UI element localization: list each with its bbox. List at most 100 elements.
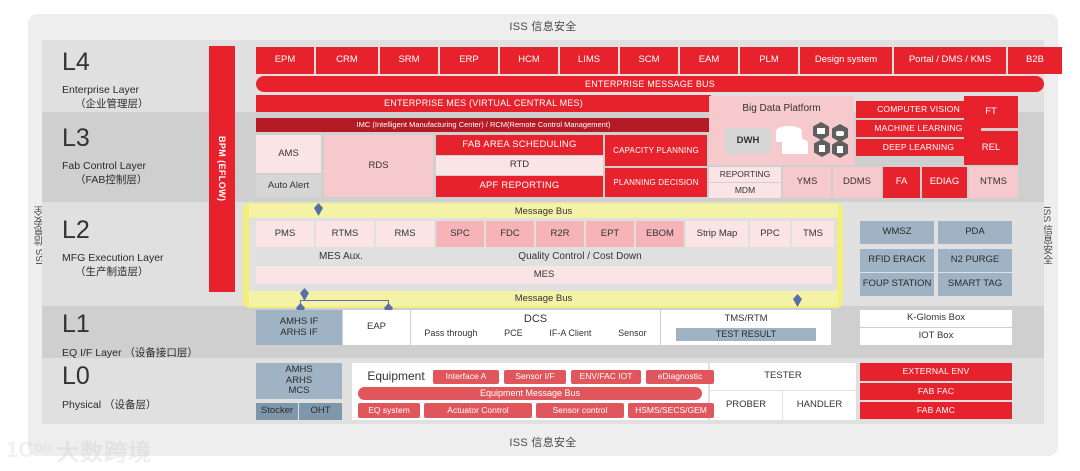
- eap-box: EAP: [343, 310, 410, 345]
- auto-alert-box: Auto Alert: [256, 175, 321, 197]
- l2-module-pms: PMS: [256, 221, 314, 247]
- arrow-up-down-l2-top: [314, 203, 323, 216]
- apf-reporting-box: APF REPORTING: [436, 176, 603, 197]
- l4-app-eam: EAM: [680, 47, 738, 74]
- database-cylinder-body-icon: [776, 133, 802, 142]
- watermark-text: 大数跨境: [56, 440, 153, 466]
- amhs-line3: MCS: [288, 385, 310, 397]
- l4-app-lims: LIMS: [560, 47, 618, 74]
- bpm-label: BPM (EFLOW): [217, 136, 227, 202]
- layer-name-cn-l3: （FAB控制层）: [75, 174, 148, 187]
- fa-box: FA: [883, 167, 920, 198]
- facility-fab-amc: FAB AMC: [860, 402, 1012, 419]
- iss-top-label: ISS 信息安全: [509, 21, 577, 33]
- l2-module-ebom: EBOM: [636, 221, 684, 247]
- l4-app-erp: ERP: [440, 47, 498, 74]
- arrow-up-l1-left: [300, 288, 309, 301]
- layer-label-l0: L0 Physical （设备层）: [62, 364, 212, 412]
- reporting-box: REPORTING: [709, 167, 781, 182]
- layer-name-cn-l4: （企业管理层）: [75, 98, 149, 111]
- l4-app-srm: SRM: [380, 47, 438, 74]
- l2-module-tms: TMS: [792, 221, 834, 247]
- layer-code-l0: L0: [62, 362, 90, 390]
- tester-box: TESTER: [710, 363, 856, 390]
- database-cylinder-2-body-icon: [782, 145, 808, 154]
- l4-app-scm: SCM: [620, 47, 678, 74]
- l2-side-pda: PDA: [938, 221, 1012, 244]
- l4-app-plm: PLM: [740, 47, 798, 74]
- enterprise-mes-box: ENTERPRISE MES (VIRTUAL CENTRAL MES): [256, 95, 711, 112]
- stocker-box: Stocker: [256, 403, 298, 420]
- layer-code-l3: L3: [62, 124, 90, 152]
- dcs-item-sensor: Sensor: [618, 327, 647, 338]
- l4-app-b2b: B2B: [1008, 47, 1062, 74]
- equipment-tag-ediagnostic: eDiagnostic: [646, 370, 714, 384]
- deep-learning-box: DEEP LEARNING: [856, 139, 981, 156]
- l2-side-rfid-erack: RFID ERACK: [860, 249, 934, 272]
- facility-fab-fac: FAB FAC: [860, 383, 1012, 400]
- amhs-if-line2: ARHS IF: [280, 326, 318, 338]
- l2-module-rms: RMS: [376, 221, 434, 247]
- layer-label-l2: L2 MFG Execution Layer （生产制造层）: [62, 218, 212, 279]
- arrow-down-l1-right: [384, 303, 393, 316]
- l4-app-hcm: HCM: [500, 47, 558, 74]
- l2-side-n2-purge: N2 PURGE: [938, 249, 1012, 272]
- l2-module-rtms: RTMS: [316, 221, 374, 247]
- computer-vision-box: COMPUTER VISION: [856, 101, 981, 118]
- tms-rtm-box: TMS/RTM TEST RESULT: [661, 310, 831, 345]
- bpm-eflow-bar: BPM (EFLOW): [209, 46, 235, 292]
- layer-name-l4: Enterprise Layer: [62, 84, 140, 96]
- amhs-line2: ARHS: [285, 374, 313, 386]
- layer-name-l3: Fab Control Layer: [62, 160, 147, 172]
- mes-box: MES: [256, 266, 832, 284]
- mdm-box: MDM: [709, 183, 781, 198]
- dcs-item-pce: PCE: [504, 327, 523, 338]
- fab-area-scheduling-box: FAB AREA SCHEDULING: [436, 135, 603, 155]
- layer-code-l1: L1: [62, 310, 90, 338]
- rtd-box: RTD: [436, 156, 603, 175]
- iss-right-label: ISS 信息安全: [1033, 190, 1059, 280]
- equipment-tag-env-fac-iot: ENV/FAC IOT: [571, 370, 641, 384]
- l2-side-wmsz: WMSZ: [860, 221, 934, 244]
- equipment-item-eq-system: EQ system: [358, 403, 420, 418]
- rds-box: RDS: [324, 135, 433, 197]
- message-bus-bottom: Message Bus: [249, 291, 838, 306]
- l1-side-k-glomis-box: K-Glomis Box: [860, 310, 1012, 327]
- message-bus-top: Message Bus: [249, 204, 838, 218]
- iss-right-text: ISS 信息安全: [1040, 205, 1052, 265]
- layer-label-l3: L3 Fab Control Layer （FAB控制层）: [62, 126, 212, 187]
- equipment-item-hsms-secs-gem: HSMS/SECS/GEM: [628, 403, 714, 418]
- l2-module-fdc: FDC: [486, 221, 534, 247]
- layer-label-l4: L4 Enterprise Layer （企业管理层）: [62, 50, 212, 111]
- iss-bottom-label: ISS 信息安全: [509, 437, 577, 449]
- machine-learning-box: MACHINE LEARNING: [856, 120, 981, 137]
- watermark-logo: 1Cᵒᵒ: [6, 437, 53, 462]
- tms-rtm-title: TMS/RTM: [724, 313, 768, 324]
- watermark: 1Cᵒᵒ 大数跨境: [6, 433, 156, 469]
- mes-aux-label: MES Aux.: [319, 250, 363, 262]
- handler-box: HANDLER: [783, 391, 856, 420]
- dcs-title: DCS: [523, 313, 548, 325]
- dcs-item-pass-through: Pass through: [424, 327, 478, 338]
- layer-code-l2: L2: [62, 216, 90, 244]
- enterprise-message-bus: ENTERPRISE MESSAGE BUS: [256, 76, 1044, 92]
- imc-rcm-bar: IMC (Intelligent Manufacturing Center) /…: [256, 118, 711, 132]
- amhs-arhs-if-box: AMHS IF ARHS IF: [256, 310, 342, 345]
- l4-app-design-system: Design system: [800, 47, 892, 74]
- equipment-message-bus: Equipment Message Bus: [358, 387, 702, 400]
- l4-app-crm: CRM: [316, 47, 378, 74]
- arrow-down-l2-right: [793, 294, 802, 307]
- l2-module-spc: SPC: [436, 221, 484, 247]
- equipment-item-actuator-control: Actuator Control: [424, 403, 532, 418]
- connector-line-l1: [300, 300, 388, 301]
- yms-box: YMS: [783, 167, 831, 198]
- l2-module-ppc: PPC: [750, 221, 790, 247]
- l4-app-epm: EPM: [256, 47, 314, 74]
- l4-app-portal-dms-kms: Portal / DMS / KMS: [894, 47, 1006, 74]
- layer-name-l0: Physical （设备层）: [62, 399, 157, 411]
- ams-box: AMS: [256, 135, 321, 173]
- layer-name-cn-l2: （生产制造层）: [75, 266, 149, 279]
